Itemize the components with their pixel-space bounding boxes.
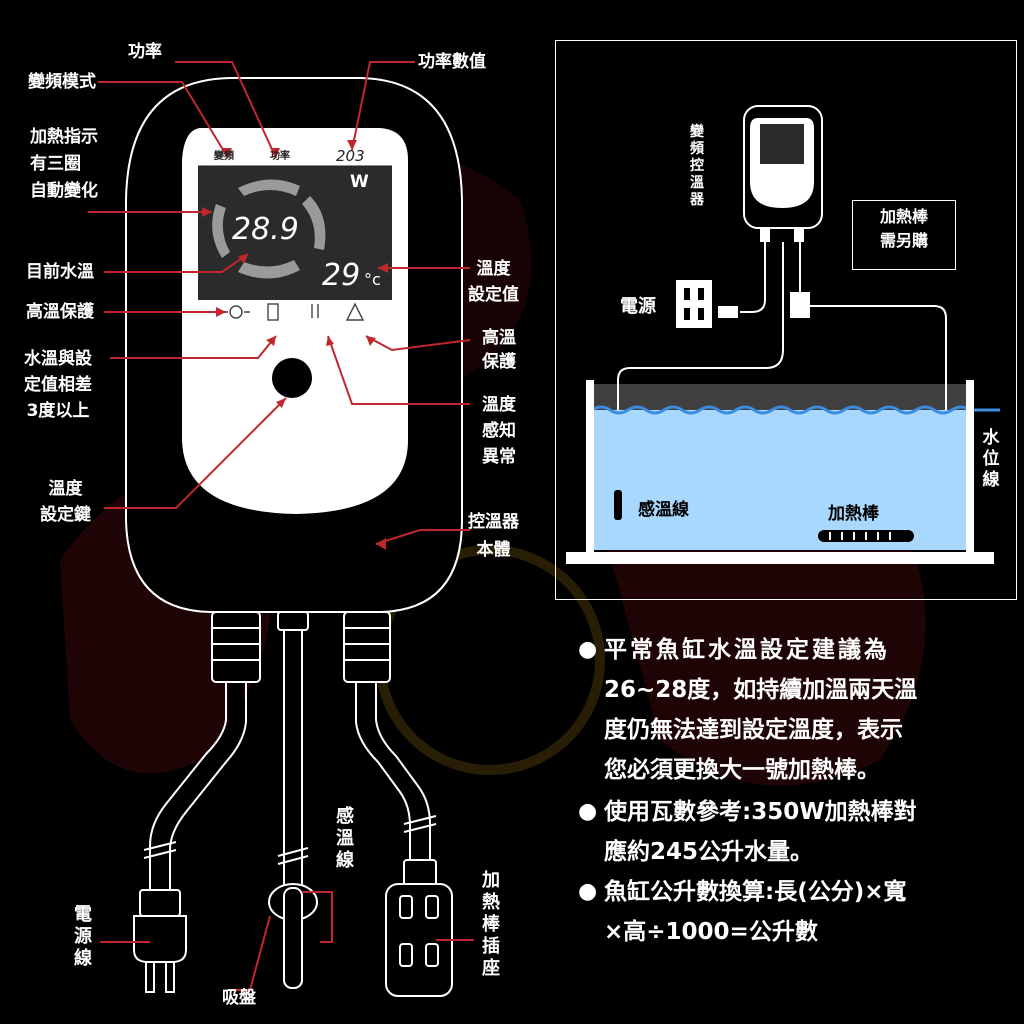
- lcd-current-temp: 28.9: [232, 212, 299, 247]
- label-body: 控溫器 本體: [468, 512, 519, 560]
- setup-outlet: [676, 280, 712, 328]
- label-high-temp-protect: 高溫保護: [26, 302, 94, 322]
- status-icons: [198, 300, 392, 332]
- setup-heater-note: 加熱棒 需另購: [852, 200, 956, 270]
- lcd-mode: 變頻: [214, 151, 234, 162]
- label-heater-socket: 加熱棒插座: [482, 870, 500, 979]
- setup-heater-label: 加熱棒: [828, 504, 879, 524]
- label-power-value: 功率數值: [418, 52, 486, 72]
- label-heating-indicator: 加熱指示 有三圈 自動變化: [30, 127, 98, 201]
- lcd-unit-c: °c: [364, 270, 381, 289]
- lcd-set-temp: 29: [322, 258, 361, 293]
- label-diff-alarm: 水溫與設 定值相差 3度以上: [24, 349, 92, 421]
- heater-socket: [385, 859, 453, 997]
- lcd-power-value: 203: [336, 147, 365, 165]
- setup-power-label: 電源: [620, 296, 656, 317]
- setup-water: [592, 410, 968, 550]
- set-button-knob: [272, 358, 312, 398]
- note-line: 平常魚缸水溫設定建議為: [604, 637, 890, 663]
- label-inverter-mode: 變頻模式: [28, 72, 96, 92]
- setup-frame: [555, 40, 1017, 600]
- note-line: 使用瓦數參考:350W加熱棒對: [604, 799, 917, 825]
- note-line: 魚缸公升數換算:長(公分)×寬: [604, 879, 907, 905]
- lcd-power-label: 功率: [270, 151, 290, 162]
- label-set-temp: 溫度 設定值: [468, 259, 519, 305]
- setup-sensor-label: 感溫線: [638, 500, 689, 520]
- note-line: 26~28度，如持續加溫兩天溫: [604, 677, 918, 703]
- setup-sensor-probe: [614, 490, 622, 520]
- cables: [153, 673, 243, 897]
- label-sensor-error: 溫度 感知 異常: [482, 395, 516, 467]
- label-suction-cup: 吸盤: [222, 988, 256, 1008]
- setup-controller-label: 變頻控溫器: [690, 124, 704, 208]
- leader-lines: [88, 61, 474, 991]
- power-plug: [133, 889, 187, 993]
- label-sensor-cable: 感溫線: [336, 806, 354, 871]
- label-power: 功率: [128, 42, 162, 62]
- note-line: 應約245公升水量。: [604, 839, 814, 865]
- note-bullet: ●: [578, 637, 598, 662]
- lcd-unit-w: W: [350, 172, 369, 192]
- note-line: 您必須更換大一號加熱棒。: [604, 757, 880, 783]
- label-high-temp-protect-right: 高溫 保護: [482, 328, 516, 372]
- note-bullet: ●: [578, 879, 598, 904]
- label-set-button: 溫度 設定鍵: [40, 479, 91, 525]
- heating-ring: [212, 179, 326, 279]
- note-line: ×高÷1000=公升數: [604, 919, 818, 945]
- note-line: 度仍無法達到設定溫度，表示: [604, 717, 903, 743]
- label-power-cord: 電源線: [74, 904, 92, 969]
- label-current-temp: 目前水溫: [26, 262, 94, 282]
- setup-water-level-label: 水位線: [982, 428, 1000, 490]
- suction-cup: [268, 883, 318, 989]
- note-bullet: ●: [578, 799, 598, 824]
